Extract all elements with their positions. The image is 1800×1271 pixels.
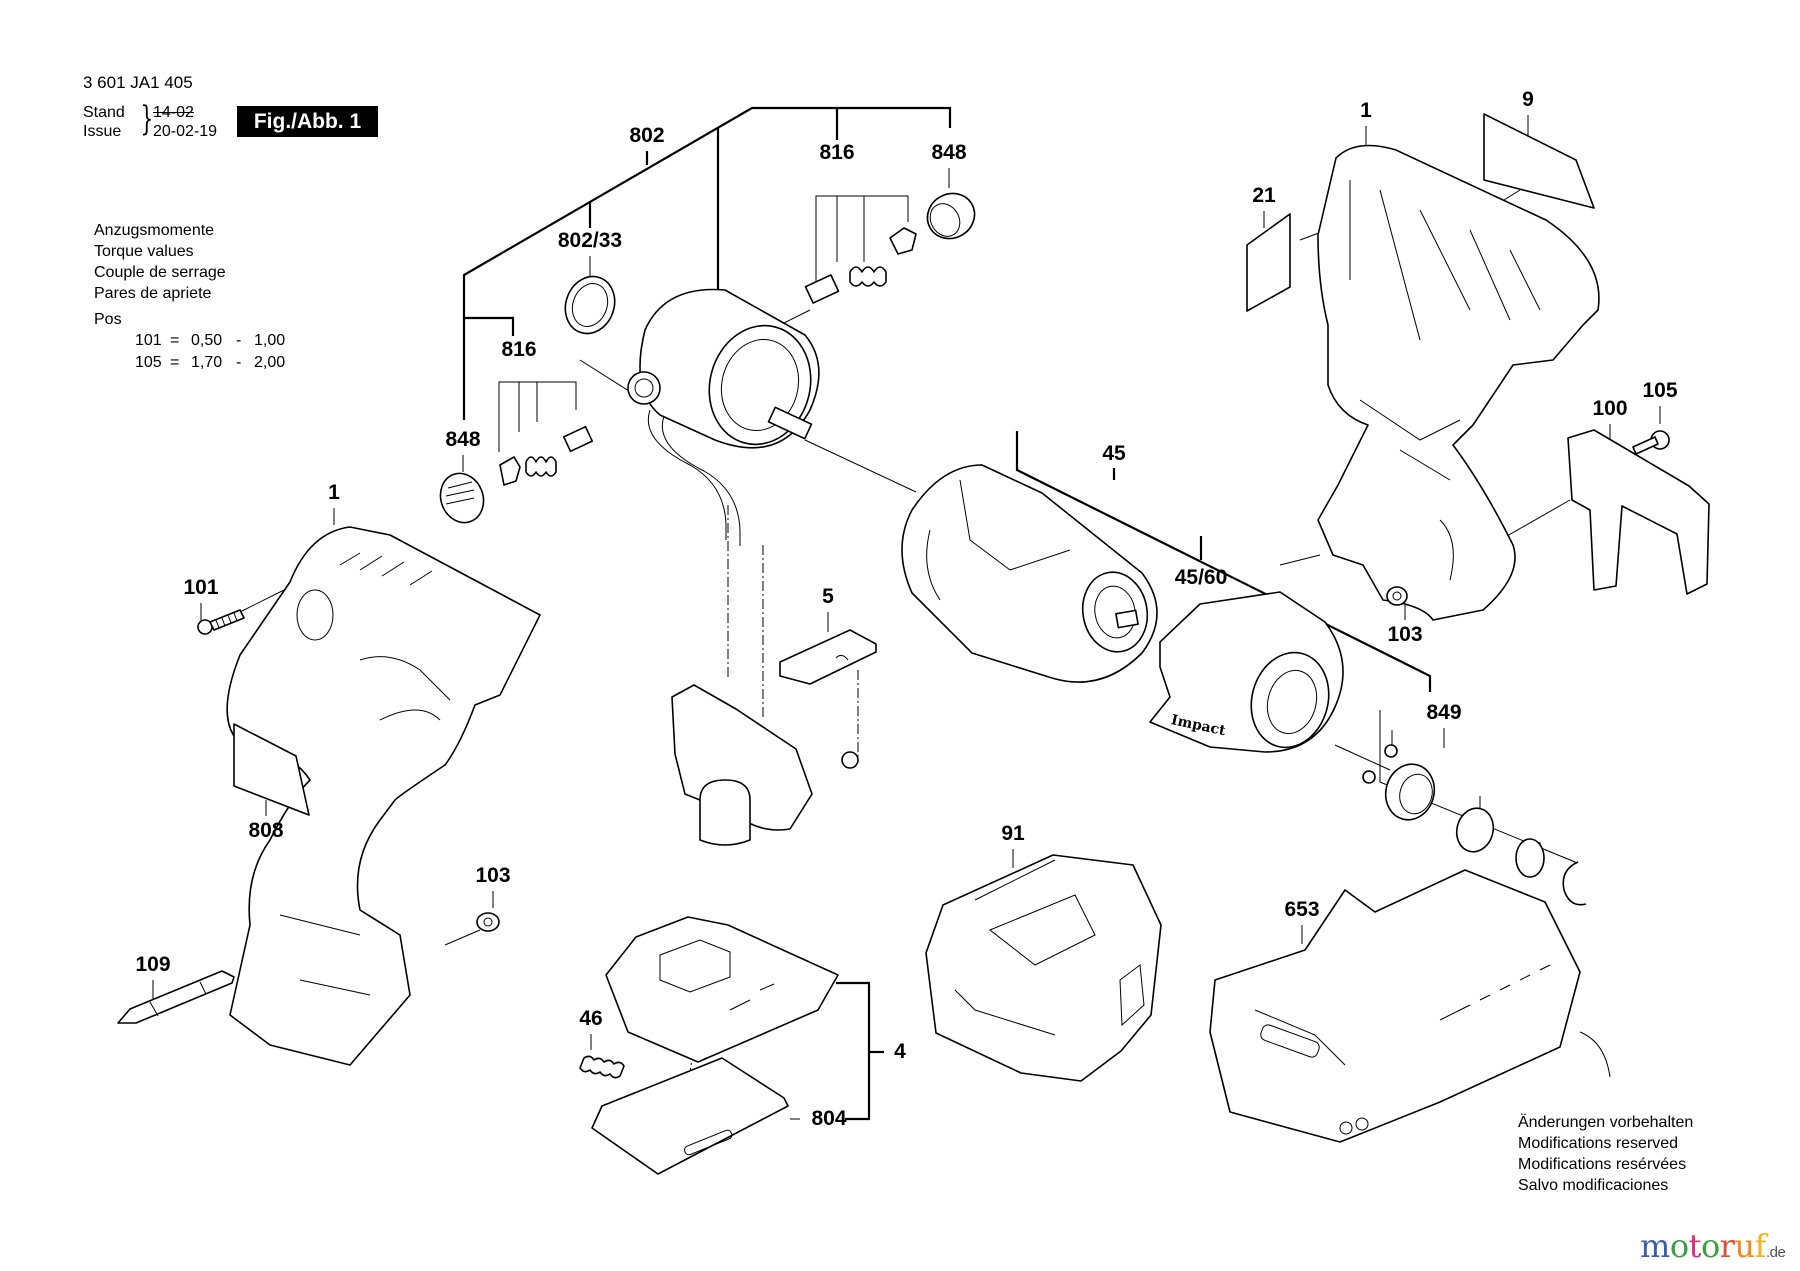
torque-row: 101 = 0,50 - 1,00 [94,330,285,352]
label-plate-21 [1246,213,1291,312]
callout-1-right[interactable]: 1 [1360,99,1372,122]
torque-dash: - [236,354,242,371]
belt-clip-100 [1567,429,1710,595]
callout-848-top[interactable]: 848 [931,141,967,164]
callout-5[interactable]: 5 [822,585,834,608]
callout-816-left[interactable]: 816 [501,338,537,361]
torque-pos: 101 [135,332,162,349]
callout-103-left[interactable]: 103 [475,864,511,887]
callout-804[interactable]: 804 [811,1107,847,1130]
torque-max: 2,00 [254,354,286,371]
callout-816-top[interactable]: 816 [819,141,855,164]
notice-es: Salvo modificaciones [1518,1177,1669,1194]
notice-de: Änderungen vorbehalten [1518,1114,1694,1131]
brand-letter: o [1700,1227,1720,1265]
callout-101[interactable]: 101 [183,576,219,599]
callout-91[interactable]: 91 [1001,822,1025,845]
callout-46[interactable]: 46 [579,1007,603,1030]
screw-105 [1632,430,1670,455]
callout-103-right[interactable]: 103 [1387,623,1423,646]
brace-icon: } [140,99,154,139]
torque-values-block: Anzugsmomente Torque values Couple de se… [94,220,285,374]
figure-badge: Fig./Abb. 1 [237,106,378,137]
bit-109 [117,970,235,1024]
electronics-module-4 [605,916,839,1063]
nose-cover-45-60: Impact [1149,591,1344,753]
callout-45[interactable]: 45 [1102,442,1126,465]
brand-letter: f [1754,1227,1767,1265]
label-plate-9 [1483,113,1595,209]
housing-half-1-right [1317,144,1600,621]
callout-1-left[interactable]: 1 [328,481,340,504]
notice-en: Modifications reserved [1518,1135,1679,1152]
issue-label: Issue [83,123,122,140]
motor-802 [627,288,820,546]
brush-set-816-left [499,425,594,486]
leader-45 [1015,431,1432,692]
bearing-cap-848-left [439,472,485,524]
brand-tld: .de [1765,1244,1786,1261]
bearing-cap-848-top [926,192,976,240]
switch-slider-5 [779,629,877,685]
torque-title-de: Anzugsmomente [94,222,215,239]
callout-9[interactable]: 9 [1522,88,1534,111]
brand-letter: o [1669,1227,1689,1265]
spindle-parts-849 [1362,744,1587,906]
brand-letter: m [1640,1227,1670,1265]
callout-802-33[interactable]: 802/33 [557,229,623,252]
gear-housing-45 [901,464,1158,683]
callout-849[interactable]: 849 [1426,701,1462,724]
brand-letter: t [1688,1227,1702,1265]
leader-816-left [464,316,515,336]
nut-103-right [1386,586,1408,606]
callout-105[interactable]: 105 [1642,379,1678,402]
torque-title-en: Torque values [94,243,194,260]
callout-802[interactable]: 802 [629,124,665,147]
torque-pos-label: Pos [94,311,122,328]
brand-logo[interactable]: motoruf.de [1640,1227,1786,1265]
callout-45-60[interactable]: 45/60 [1174,566,1228,589]
torque-eq: = [170,332,180,349]
torque-min: 1,70 [191,354,223,371]
callout-100[interactable]: 100 [1592,397,1628,420]
torque-title-es: Pares de apriete [94,285,212,302]
brush-set-816-top [804,227,917,304]
brand-letter: u [1734,1227,1756,1265]
callout-21[interactable]: 21 [1252,184,1276,207]
document-number: 3 601 JA1 405 [83,73,193,92]
spring-46 [579,1055,625,1079]
contact-plate-804 [591,1057,789,1175]
callout-808[interactable]: 808 [248,819,284,842]
notice-fr: Modifications resérvées [1518,1156,1687,1173]
modifications-notice: Änderungen vorbehalten Modifications res… [1518,1112,1693,1196]
charger-653 [1209,869,1611,1143]
brand-letter: r [1719,1227,1735,1265]
torque-dash: - [236,332,242,349]
leader-4 [836,981,871,1121]
torque-max: 1,00 [254,332,286,349]
torque-min: 0,50 [191,332,223,349]
switch-unit [671,684,859,846]
stand-value: 14-02 [153,104,194,121]
nut-103-left [476,912,500,932]
torque-title-fr: Couple de serrage [94,264,226,281]
callout-4[interactable]: 4 [894,1040,906,1063]
callout-848-left[interactable]: 848 [445,428,481,451]
callout-109[interactable]: 109 [135,953,171,976]
leader-802 [462,106,952,420]
torque-eq: = [170,354,180,371]
issue-value: 20-02-19 [153,123,218,140]
battery-pack-91 [925,854,1162,1082]
torque-row: 105 = 1,70 - 2,00 [94,352,285,374]
ring-802-33 [564,275,616,335]
torque-pos: 105 [135,354,162,371]
screw-101 [197,609,245,635]
stand-label: Stand [83,104,125,121]
label-plate-808 [233,723,310,816]
callout-653[interactable]: 653 [1284,898,1320,921]
